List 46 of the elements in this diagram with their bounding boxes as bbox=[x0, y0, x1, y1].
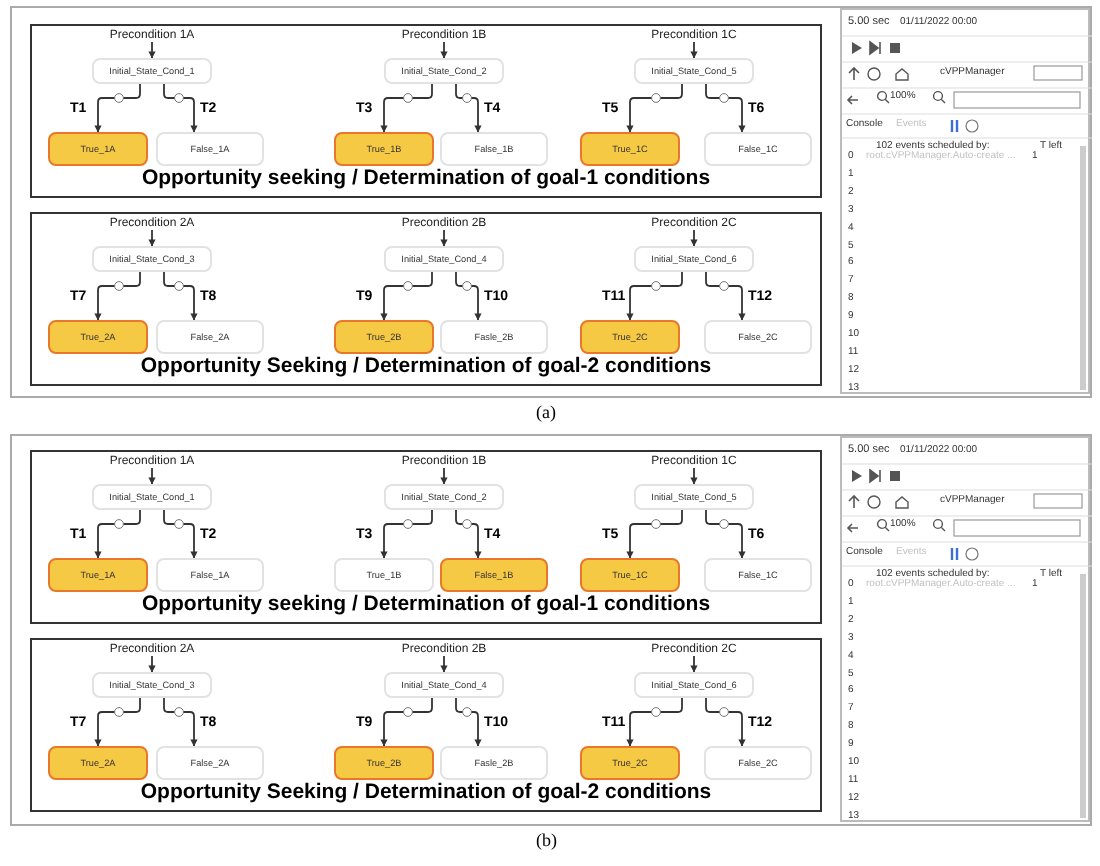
transition-arrow bbox=[626, 271, 683, 321]
transition-arrow bbox=[690, 467, 698, 485]
group-frame bbox=[30, 638, 822, 812]
group-title: Opportunity seeking / Determination of goal-1 conditions bbox=[139, 592, 713, 616]
group-frame bbox=[30, 24, 822, 198]
transition-arrow bbox=[163, 83, 198, 133]
group-title: Opportunity Seeking / Determination of goal-2 conditions bbox=[138, 780, 714, 804]
transition-arrow bbox=[380, 271, 433, 321]
transition-arrow bbox=[455, 697, 482, 747]
transition-arrow bbox=[626, 83, 683, 133]
transition-arrow bbox=[94, 509, 141, 559]
group-title: Opportunity seeking / Determination of goal-1 conditions bbox=[139, 166, 713, 190]
transition-arrow bbox=[705, 697, 746, 747]
transition-arrow bbox=[455, 83, 482, 133]
transition-arrow bbox=[163, 271, 198, 321]
transition-arrow bbox=[690, 41, 698, 59]
transition-arrow bbox=[148, 467, 156, 485]
transition-arrow bbox=[705, 509, 746, 559]
transition-arrow bbox=[690, 655, 698, 673]
transition-arrow bbox=[626, 697, 683, 747]
transition-arrow bbox=[380, 697, 433, 747]
transition-arrow bbox=[94, 271, 141, 321]
transition-arrow bbox=[148, 655, 156, 673]
transition-arrow bbox=[163, 509, 198, 559]
transition-arrow bbox=[690, 229, 698, 247]
transition-arrow bbox=[380, 83, 433, 133]
group-frame bbox=[30, 212, 822, 386]
transition-arrow bbox=[440, 655, 448, 673]
panel-caption: (b) bbox=[536, 830, 557, 850]
transition-arrow bbox=[163, 697, 198, 747]
transition-arrow bbox=[705, 83, 746, 133]
transition-arrow bbox=[148, 41, 156, 59]
group-frame bbox=[30, 450, 822, 624]
transition-arrow bbox=[705, 271, 746, 321]
panel-caption: (a) bbox=[536, 402, 556, 422]
transition-arrow bbox=[440, 229, 448, 247]
transition-arrow bbox=[94, 83, 141, 133]
transition-arrow bbox=[440, 467, 448, 485]
transition-arrow bbox=[380, 509, 433, 559]
transition-arrow bbox=[626, 509, 683, 559]
transition-arrow bbox=[455, 509, 482, 559]
transition-arrow bbox=[455, 271, 482, 321]
group-title: Opportunity Seeking / Determination of goal-2 conditions bbox=[138, 354, 714, 378]
transition-arrow bbox=[440, 41, 448, 59]
transition-arrow bbox=[94, 697, 141, 747]
transition-arrow bbox=[148, 229, 156, 247]
